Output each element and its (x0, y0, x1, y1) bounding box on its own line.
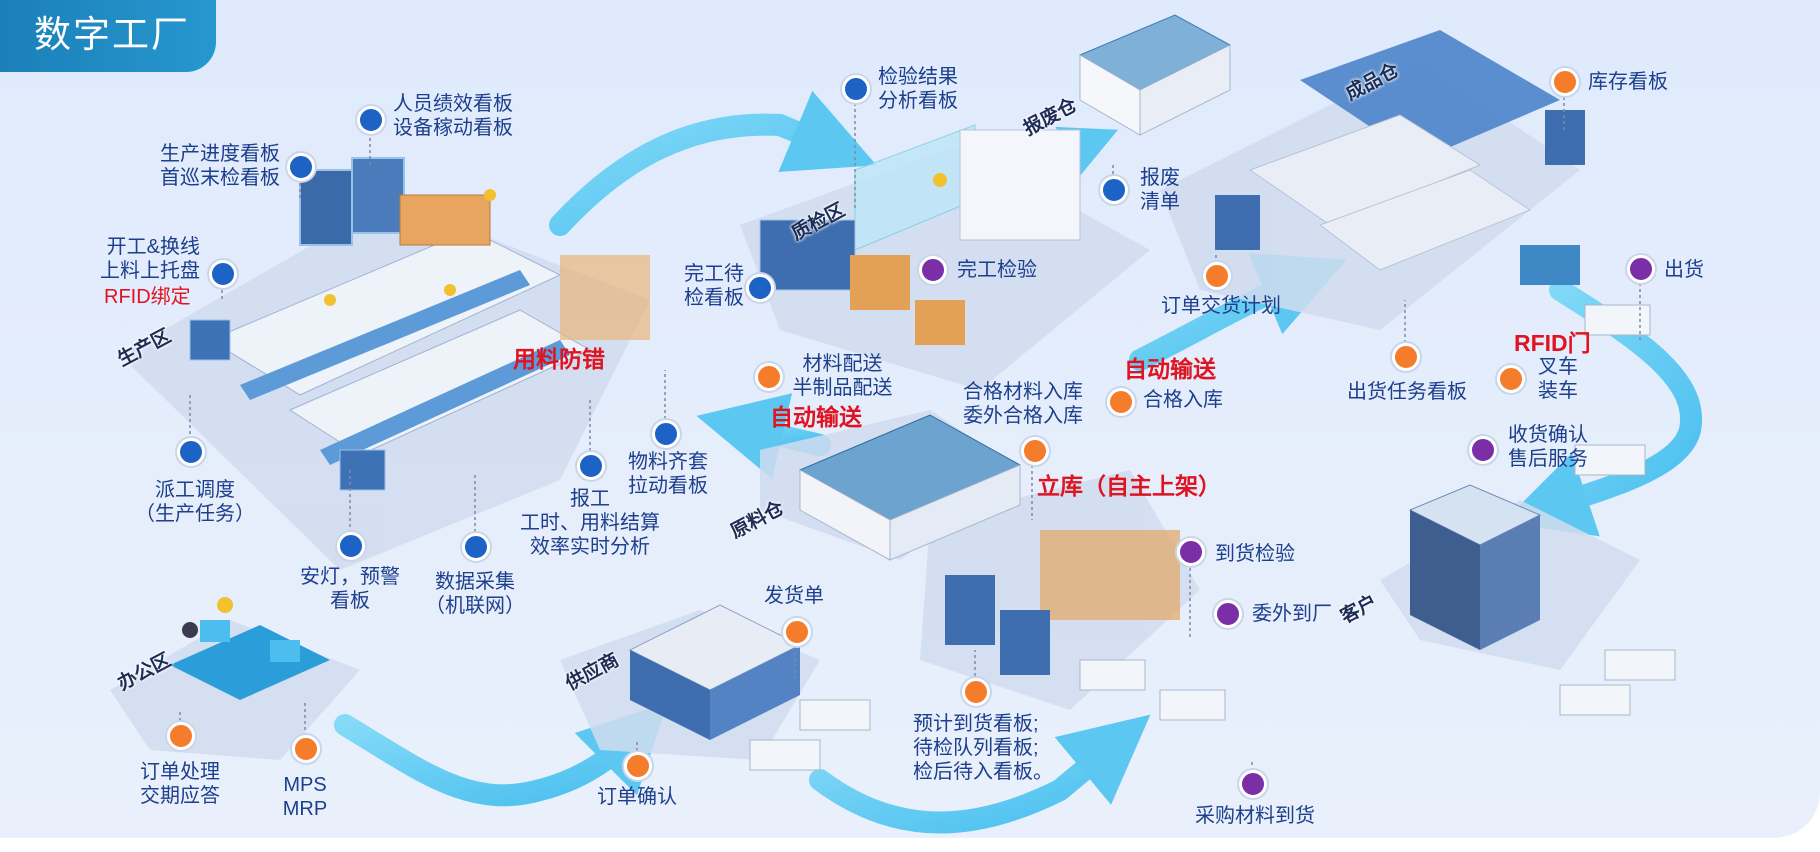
label-auto-convey-1: 自动输送 (1124, 356, 1216, 382)
flow-arrow-office-to-supplier (334, 702, 669, 807)
label-final-inspect: 完工检验 (957, 259, 1037, 281)
marker-staff-kpi (357, 106, 385, 134)
marker-qualified-in (1107, 388, 1135, 416)
marker-shipping (1627, 255, 1655, 283)
marker-andon (337, 532, 365, 560)
marker-order-confirm (624, 752, 652, 780)
marker-arrival-inspect (1177, 538, 1205, 566)
marker-outsource-arrival (1214, 600, 1242, 628)
marker-shipping-task (1392, 343, 1420, 371)
marker-data-collect (462, 533, 490, 561)
label-anti-error: 用料防错 (513, 346, 605, 372)
marker-dispatch (177, 438, 205, 466)
marker-wip-board (746, 274, 774, 302)
label-outsource-arrival: 委外到厂 (1252, 603, 1332, 625)
marker-delivery-note (783, 618, 811, 646)
marker-order-process (167, 722, 195, 750)
marker-line-change (209, 260, 237, 288)
marker-order-plan (1203, 262, 1231, 290)
label-inspect-result: 检验结果 分析看板 (878, 66, 958, 112)
label-scrap-list: 报废 清单 (1140, 167, 1180, 213)
marker-purchase-arrival (1239, 770, 1267, 798)
flow-arrow-supplier-to-arrival (809, 714, 1151, 834)
raw-warehouse (798, 414, 1022, 561)
label-rfid-gate: RFID门 (1514, 330, 1591, 356)
label-qualified-material: 合格材料入库 委外合格入库 (963, 381, 1083, 427)
label-purchase-arrival: 采购材料到货 (1195, 805, 1315, 827)
marker-scrap-list (1100, 176, 1128, 204)
label-qualified-in: 合格入库 (1143, 389, 1223, 411)
marker-mps (292, 735, 320, 763)
flow-arrow-prod-to-qc (549, 90, 877, 236)
page-title: 数字工厂 (0, 0, 216, 72)
label-wip-board: 完工待 检看板 (684, 263, 744, 309)
marker-inventory-board (1551, 68, 1579, 96)
label-prod-progress: 生产进度看板 首巡末检看板 (160, 143, 280, 189)
marker-qualified-material (1021, 437, 1049, 465)
label-shipping-task: 出货任务看板 (1347, 381, 1467, 403)
label-delivery-note: 发货单 (764, 585, 824, 607)
label-rfid-bind: RFID绑定 (104, 286, 191, 308)
label-arrival-inspect: 到货检验 (1215, 543, 1295, 565)
label-forklift-load: 叉车 装车 (1538, 356, 1578, 402)
label-order-process: 订单处理 交期应答 (140, 761, 220, 807)
production-line (189, 157, 650, 491)
label-andon: 安灯，预警 看板 (300, 566, 400, 612)
label-report: 报工 工时、用料结算 效率实时分析 (520, 488, 660, 558)
label-dispatch: 派工调度 （生产任务） (135, 479, 255, 525)
label-material-delivery: 材料配送 半制品配送 (792, 353, 893, 399)
label-shipping: 出货 (1664, 259, 1704, 281)
label-order-plan: 订单交货计划 (1161, 295, 1281, 317)
supplier-building (628, 604, 871, 771)
stereo-warehouse (945, 530, 1226, 721)
label-data-collect: 数据采集 （机联网） (425, 571, 525, 617)
office-desks (170, 597, 330, 700)
label-inventory-board: 库存看板 (1588, 71, 1668, 93)
marker-material-kit (652, 420, 680, 448)
label-line-change: 开工&换线 上料上托盘 (100, 236, 200, 282)
scrap-warehouse (1078, 14, 1232, 136)
marker-material-delivery (755, 363, 783, 391)
marker-receipt (1469, 436, 1497, 464)
label-expected-arrival: 预计到货看板; 待检队列看板; 检后待入看板。 (913, 713, 1053, 783)
marker-forklift-load (1497, 365, 1525, 393)
label-order-confirm: 订单确认 (597, 786, 677, 808)
label-stereo-wh: 立库（自主上架） (1037, 473, 1221, 499)
marker-inspect-result (842, 75, 870, 103)
customer-building (1408, 304, 1676, 716)
marker-final-inspect (919, 256, 947, 284)
qc-area (759, 124, 1081, 345)
label-mps-mrp: MPS MRP (282, 774, 328, 820)
label-auto-convey-2: 自动输送 (770, 404, 862, 430)
marker-prod-progress (287, 153, 315, 181)
label-receipt: 收货确认 售后服务 (1508, 424, 1588, 470)
finished-warehouse-racks (1215, 30, 1585, 285)
marker-expected-arrival (962, 678, 990, 706)
marker-report (577, 452, 605, 480)
label-material-kit: 物料齐套 拉动看板 (628, 451, 708, 497)
label-staff-kpi: 人员绩效看板 设备稼动看板 (393, 93, 513, 139)
